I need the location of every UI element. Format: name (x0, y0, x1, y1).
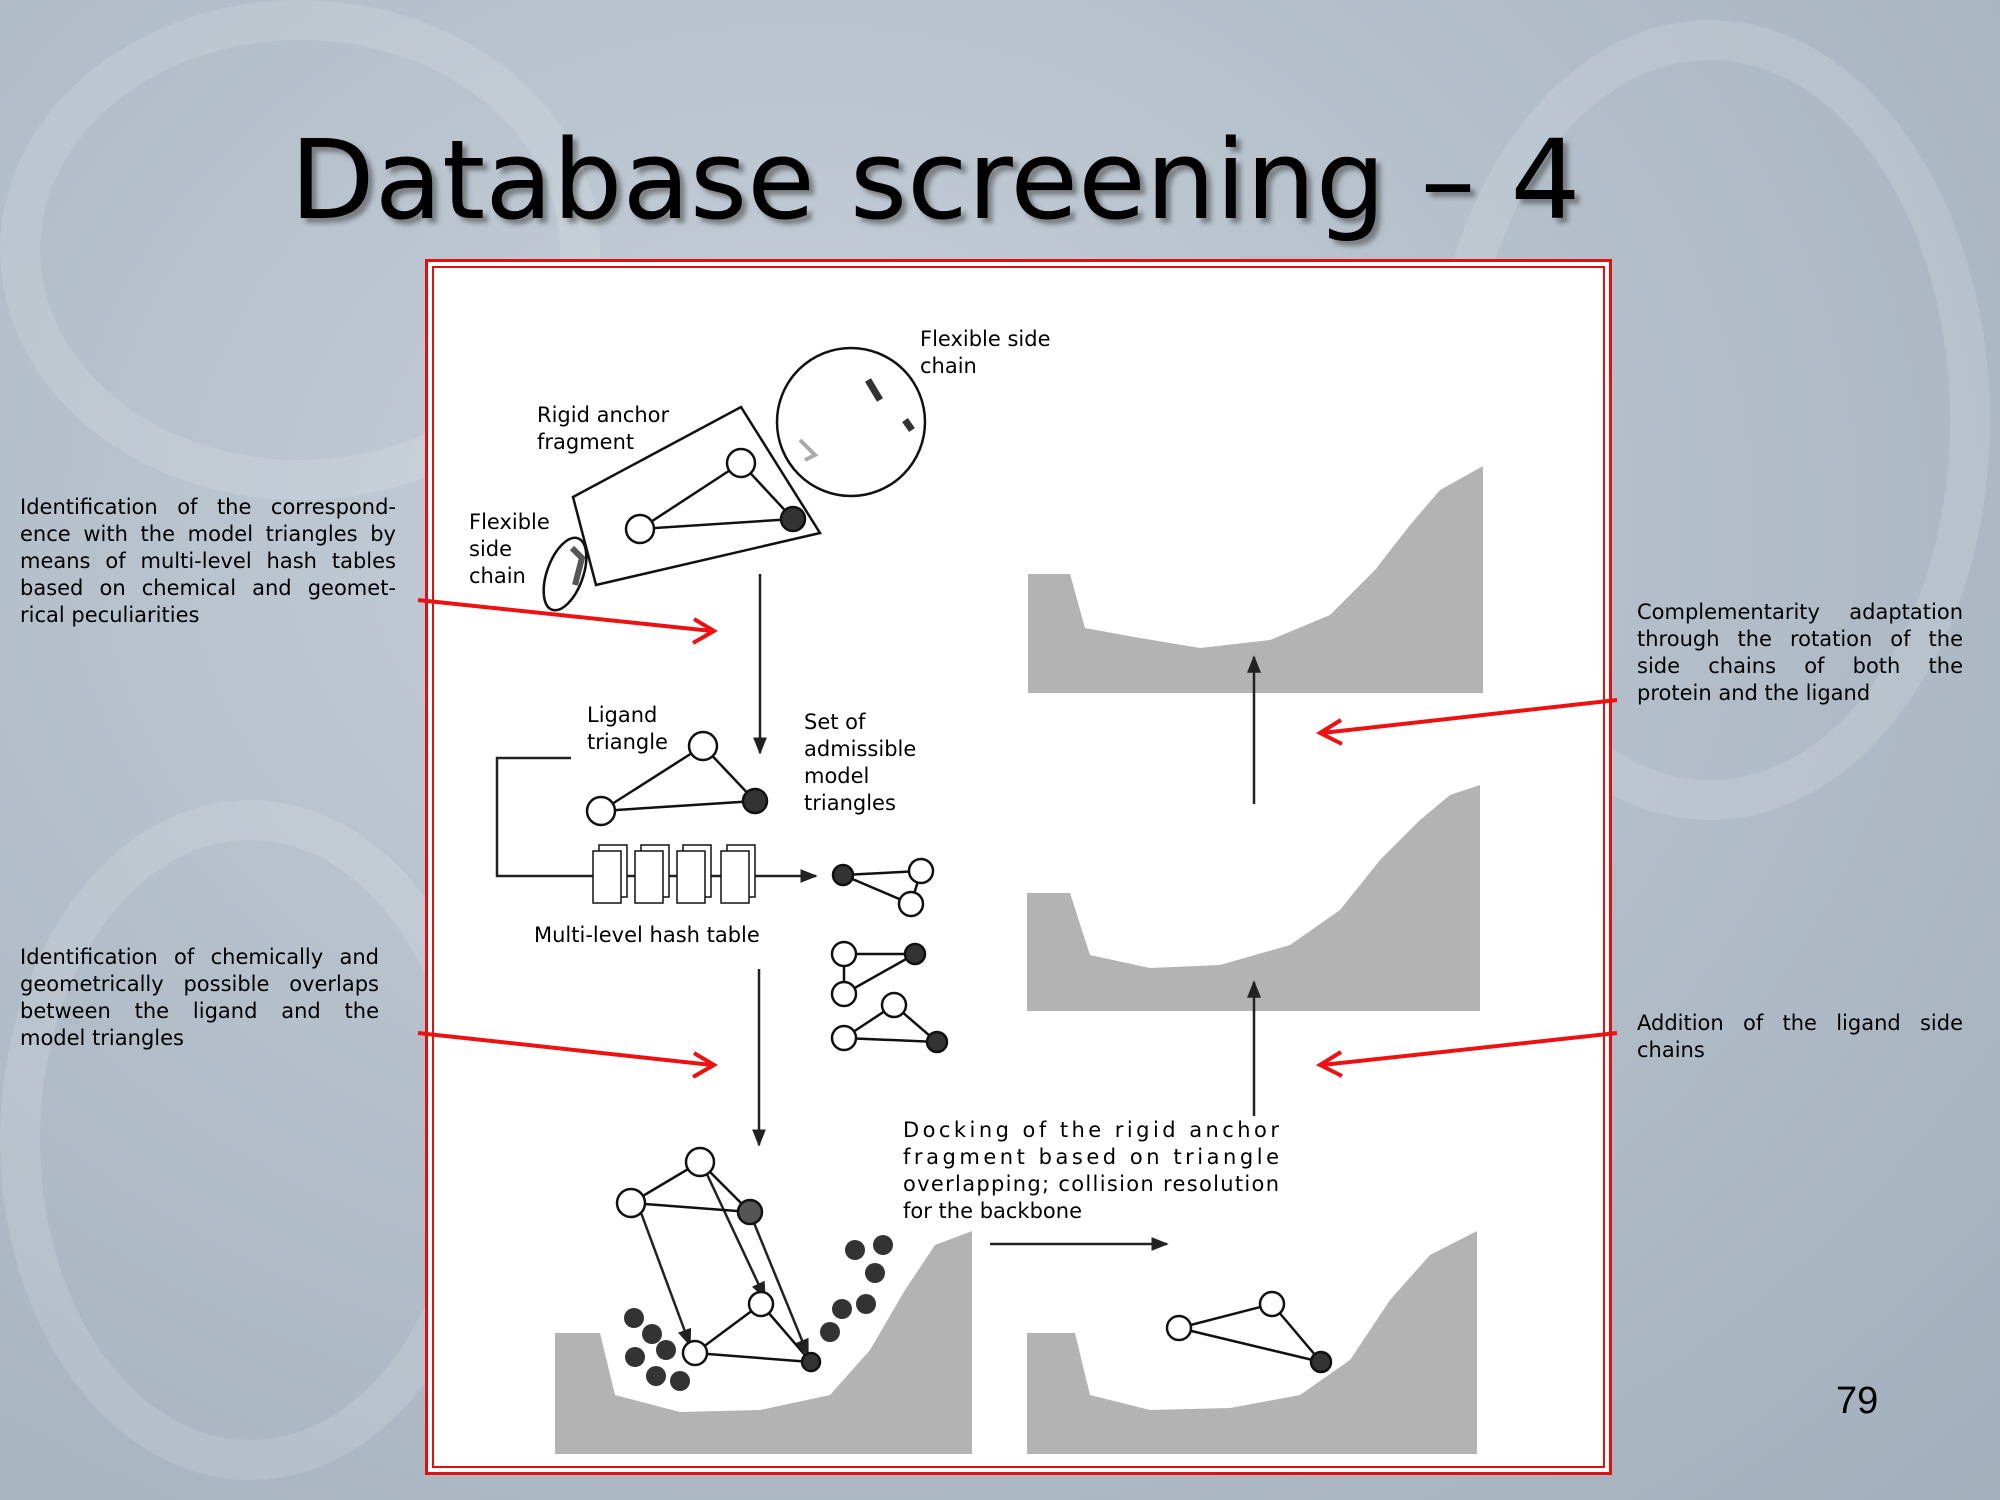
protein-atoms (624, 1235, 893, 1391)
note-line: Addition of the ligand side (1637, 1011, 1963, 1035)
diagram-labels: Flexible side chain Rigid anchor fragmen… (469, 327, 1279, 1223)
label-flexible-side-chain-left: side (469, 537, 512, 561)
label-docking: for the backbone (903, 1199, 1082, 1223)
note-hash-correspondence: Identification of the correspond- ence w… (20, 494, 396, 629)
note-complementarity: Complementarity adaptation through the r… (1637, 599, 1963, 707)
label-admissible: admissible (804, 737, 916, 761)
pocket-middle-right (1027, 785, 1480, 1011)
pocket-bottom-right (1027, 1231, 1477, 1454)
note-line: ence with the model triangles by (20, 522, 396, 546)
note-side-chains: Addition of the ligand side chains (1637, 1010, 1963, 1064)
fragment-shapes (542, 346, 927, 612)
page-number: 79 (1836, 1380, 1879, 1422)
note-line: chains (1637, 1038, 1705, 1062)
rigid-anchor-box (571, 405, 822, 587)
note-line: model triangles (20, 1026, 184, 1050)
note-line: through the rotation of the (1637, 627, 1963, 651)
annotation-arrows (417, 598, 1618, 1079)
slide-title: Database screening – 4 (290, 116, 1581, 244)
label-ligand-triangle: triangle (587, 730, 668, 754)
label-admissible: triangles (804, 791, 896, 815)
flexible-side-chain-ellipse (542, 536, 588, 612)
label-admissible: model (804, 764, 869, 788)
label-rigid-anchor: Rigid anchor (537, 403, 669, 427)
note-line: geometrically possible overlaps (20, 972, 379, 996)
note-line: Complementarity adaptation (1637, 600, 1963, 624)
label-docking: fragment based on triangle (903, 1145, 1279, 1169)
protein-pockets (555, 466, 1483, 1454)
triangles (585, 447, 1333, 1374)
label-flexible-side-chain: Flexible side (920, 327, 1051, 351)
label-flexible-side-chain: chain (920, 354, 977, 378)
diagram-frame-inner (432, 266, 1605, 1468)
label-rigid-anchor: fragment (537, 430, 634, 454)
note-line: between the ligand and the (20, 999, 379, 1023)
label-flexible-side-chain-left: chain (469, 564, 526, 588)
label-admissible: Set of (804, 710, 866, 734)
flexible-side-chain-circle (775, 346, 927, 498)
note-line: side chains of both the (1637, 654, 1963, 678)
note-line: based on chemical and geomet- (20, 576, 396, 600)
note-line: Identification of chemically and (20, 945, 379, 969)
note-line: protein and the ligand (1637, 681, 1871, 705)
hash-table-boxes (592, 844, 756, 904)
label-docking: overlapping; collision resolution (903, 1172, 1279, 1196)
pocket-top-right (1028, 466, 1483, 693)
note-line: rical peculiarities (20, 603, 200, 627)
note-line: Identification of the correspond- (20, 495, 396, 519)
label-flexible-side-chain-left: Flexible (469, 510, 550, 534)
note-overlaps: Identification of chemically and geometr… (20, 944, 379, 1052)
pocket-bottom-left (555, 1231, 972, 1454)
diagram-arrows (495, 574, 1261, 1357)
label-docking: Docking of the rigid anchor (903, 1118, 1279, 1142)
label-ligand-triangle: Ligand (587, 703, 657, 727)
label-hash-table: Multi-level hash table (534, 923, 760, 947)
note-line: means of multi-level hash tables (20, 549, 396, 573)
